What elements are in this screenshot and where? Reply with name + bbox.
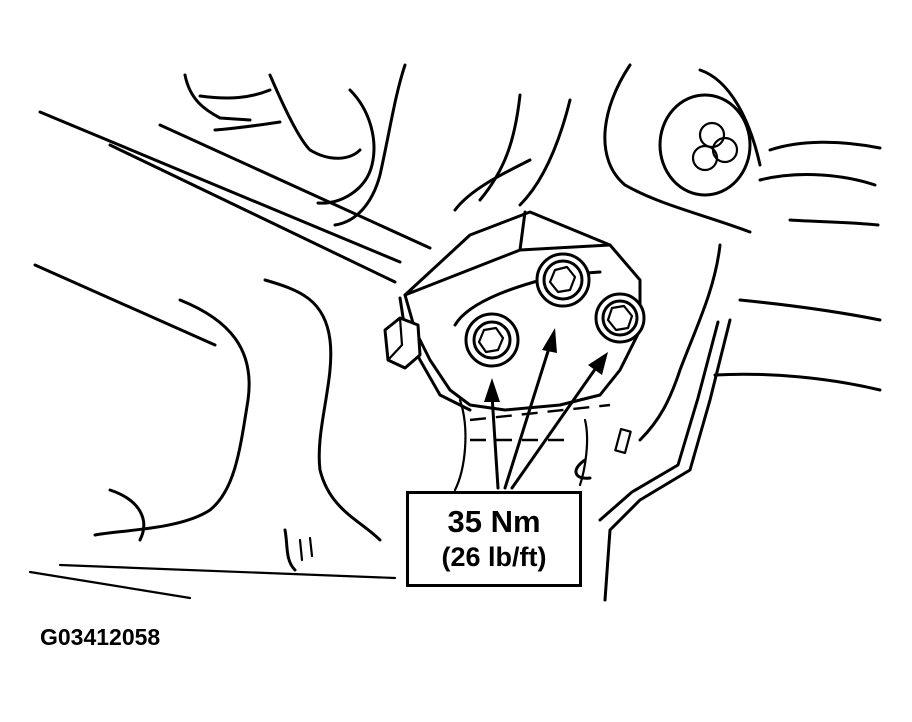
bolt-left-icon [464, 312, 520, 368]
torque-imperial-label: (26 lb/ft) [441, 542, 547, 572]
upper-left-housing [183, 63, 532, 227]
torque-spec-callout: 35 Nm (26 lb/ft) [406, 491, 582, 587]
bolt-center-icon [535, 252, 591, 308]
bolt-right-icon [594, 292, 646, 344]
right-side-bracket [574, 243, 882, 602]
torque-metric-label: 35 Nm [447, 504, 541, 539]
upper-right-mount [478, 63, 882, 234]
figure-id-label: G03412058 [40, 624, 161, 650]
frame-rail [28, 110, 432, 600]
arrow-icon [484, 328, 608, 490]
lower-left-body [93, 278, 382, 572]
hidden-lines [453, 398, 611, 492]
